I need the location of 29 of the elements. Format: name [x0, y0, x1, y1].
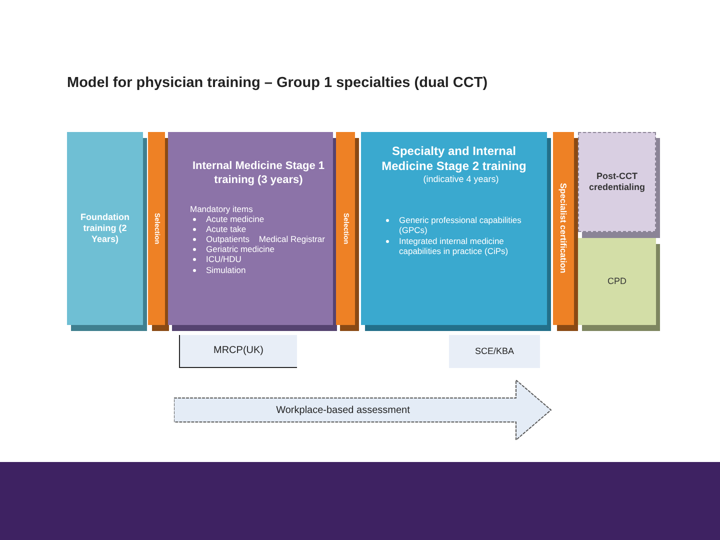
- bullet-item: Acute take: [190, 224, 288, 234]
- stage-heading: Internal Medicine Stage 1 training (3 years): [191, 160, 326, 188]
- bullet-item: Simulation: [190, 264, 288, 275]
- stage-block: [361, 132, 547, 325]
- block-label: Foundation training (2 Years): [80, 212, 130, 246]
- arrow-label: Workplace-based assessment: [275, 404, 411, 418]
- bullet-item: Integrated internal medicine capabilities in practice (CiPs): [383, 236, 539, 256]
- stage-block: [578, 238, 656, 325]
- block-label: CPD: [607, 276, 626, 288]
- stage-block: [148, 132, 165, 325]
- exam-box: [179, 335, 297, 368]
- list-heading: Mandatory items: [190, 204, 253, 214]
- stage-block: [336, 132, 355, 325]
- stage-block: [553, 132, 574, 325]
- stage-block: [67, 132, 143, 325]
- bullet-item: Acute medicine: [190, 214, 288, 224]
- role-label: Medical Registrar: [258, 234, 325, 244]
- block-label: Post-CCT credentialing: [588, 170, 646, 194]
- stage-block: [168, 132, 333, 325]
- block-arrow: [174, 380, 552, 440]
- bullet-item: ICU/HDU: [190, 254, 288, 265]
- stage-heading: Specialty and Internal Medicine Stage 2 training: [380, 144, 528, 174]
- block-label: (indicative 4 years): [423, 174, 499, 186]
- bullet-item: Generic professional capabilities (GPCs): [383, 215, 539, 236]
- bullet-item: Geriatric medicine: [190, 244, 288, 254]
- vertical-label: Specialist certification: [558, 183, 568, 274]
- exam-label: MRCP(UK): [214, 344, 264, 358]
- diagram-title: Model for physician training – Group 1 specialties (dual CCT): [67, 75, 488, 91]
- block-label: SCE/KBA: [474, 346, 514, 358]
